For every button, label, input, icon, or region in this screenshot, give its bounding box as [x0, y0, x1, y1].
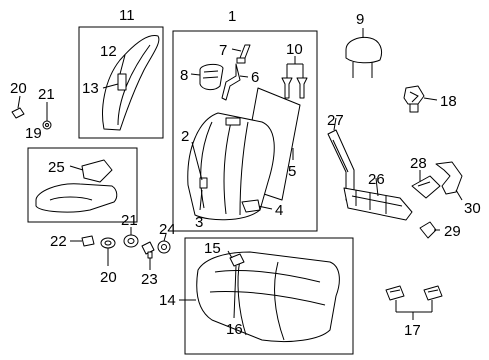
group-box-seat-back [172, 30, 318, 232]
rail-part-26 [343, 187, 413, 221]
callout-9: 9 [356, 11, 364, 28]
leader-3 [199, 189, 203, 211]
callout-13: 13 [82, 80, 99, 97]
group-box-armrest [27, 147, 138, 223]
group-box-side-bolster [78, 26, 164, 139]
cap-part-20-top [11, 107, 25, 119]
leader-4 [257, 205, 273, 210]
side-bolster-part [102, 35, 160, 131]
callout-21-bottom: 21 [121, 212, 138, 229]
callout-14: 14 [159, 292, 176, 309]
callout-15: 15 [204, 240, 221, 257]
callout-27: 27 [327, 112, 344, 129]
leader-30 [455, 189, 463, 201]
leader-26 [375, 177, 379, 197]
callout-7: 7 [219, 42, 227, 59]
leader-13 [102, 83, 119, 89]
seat-back-part [187, 112, 275, 221]
callout-19: 19 [25, 125, 42, 142]
clip-part-17-left [385, 285, 405, 301]
callout-8: 8 [180, 67, 188, 84]
callout-11: 11 [119, 7, 135, 24]
bushing-part-20-bottom [100, 237, 116, 249]
leader-24 [163, 233, 167, 242]
lock-part-6 [221, 63, 241, 101]
callout-3: 3 [195, 214, 203, 231]
guide-part-8 [199, 63, 224, 91]
callout-18: 18 [440, 93, 457, 110]
grommet-part-21-bottom [123, 234, 139, 248]
cap-part-24 [157, 240, 171, 254]
headrest-part-9 [345, 37, 383, 78]
callout-6: 6 [251, 69, 259, 86]
callout-5: 5 [288, 163, 296, 180]
armrest-part-19 [35, 159, 118, 213]
callout-24: 24 [159, 221, 176, 238]
leader-15 [227, 250, 233, 259]
leader-16 [233, 265, 237, 319]
callout-21-top: 21 [38, 86, 55, 103]
hook-part-30 [435, 161, 463, 195]
callout-30: 30 [464, 200, 481, 217]
clip-part-7 [236, 44, 251, 64]
leader-27 [333, 117, 337, 131]
leader-20-top [17, 95, 21, 109]
leader-2 [191, 141, 203, 181]
callout-20-top: 20 [10, 80, 27, 97]
callout-26: 26 [368, 171, 385, 188]
callout-20-bottom: 20 [100, 269, 117, 286]
clip-part-29 [419, 221, 437, 239]
plug-part-22 [81, 235, 95, 247]
leader-18 [423, 97, 438, 101]
callout-29: 29 [444, 223, 461, 240]
leader-6 [239, 75, 249, 78]
leader-12 [119, 54, 126, 75]
callout-16: 16 [226, 321, 243, 338]
callout-4: 4 [275, 202, 283, 219]
leader-7 [231, 48, 242, 52]
callout-28: 28 [410, 155, 427, 172]
callout-23: 23 [141, 271, 158, 288]
seat-cushion-part [196, 251, 340, 343]
callout-25: 25 [48, 159, 65, 176]
callout-1: 1 [228, 8, 236, 25]
leader-25 [69, 165, 84, 171]
callout-17: 17 [404, 322, 421, 339]
bracket-part-4 [241, 199, 261, 213]
callout-10: 10 [286, 41, 303, 58]
group-box-seat-cushion [184, 237, 354, 355]
bracket-part-28 [411, 175, 441, 199]
latch-part-18 [403, 85, 425, 113]
clip-part-17-right [423, 285, 443, 301]
callout-2: 2 [181, 128, 189, 145]
bolts-part-10 [281, 77, 308, 99]
leader-8 [190, 73, 201, 76]
pin-part-23 [141, 241, 155, 259]
washer-part-21-top [42, 120, 52, 130]
callout-22: 22 [50, 233, 67, 250]
callout-12: 12 [100, 43, 117, 60]
